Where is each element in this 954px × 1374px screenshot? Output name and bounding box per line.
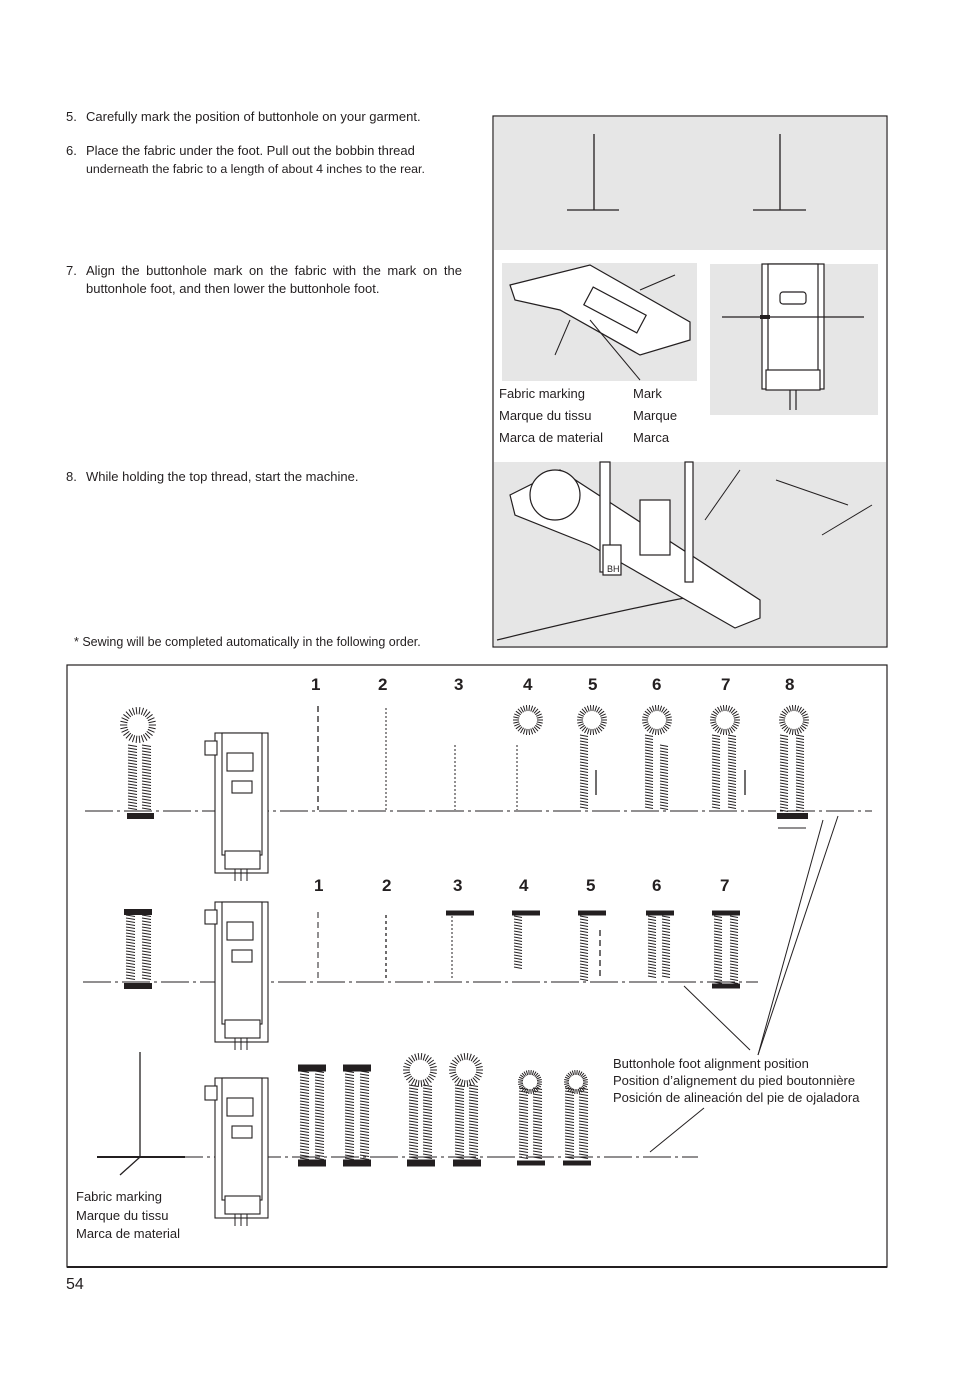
row2-num-7: 7 [720, 876, 730, 895]
row1-num-6: 6 [652, 675, 662, 694]
row1-num-2: 2 [378, 675, 388, 694]
row2-num-2: 2 [382, 876, 392, 895]
fabric-marking-label-bottom: Fabric marking Marque du tissu Marca de … [76, 1189, 181, 1241]
mark-label: Mark Marque Marca [633, 386, 678, 445]
row1-num-7: 7 [721, 675, 731, 694]
row1-num-8: 8 [785, 675, 795, 694]
sewing-order-note: * Sewing will be completed automatically… [74, 635, 421, 649]
row1-num-5: 5 [588, 675, 598, 694]
row1-num-1: 1 [311, 675, 321, 694]
step-8: 8. While holding the top thread, start t… [66, 469, 359, 484]
row1-num-4: 4 [523, 675, 533, 694]
row2-num-4: 4 [519, 876, 529, 895]
svg-text:BH: BH [607, 564, 620, 574]
step-5: 5. Carefully mark the position of button… [66, 109, 421, 124]
step-7: 7. Align the buttonhole mark on the fabr… [66, 263, 462, 296]
row2-num-5: 5 [586, 876, 596, 895]
fabric-marking-label: Fabric marking Marque du tissu Marca de … [499, 386, 604, 445]
step-6: 6. Place the fabric under the foot. Pull… [66, 143, 425, 176]
row2-num-1: 1 [314, 876, 324, 895]
row2-num-3: 3 [453, 876, 463, 895]
page-number: 54 [66, 1276, 84, 1293]
row1-num-3: 3 [454, 675, 464, 694]
row2-num-6: 6 [652, 876, 662, 895]
alignment-caption: Buttonhole foot alignment position Posit… [613, 1056, 860, 1105]
